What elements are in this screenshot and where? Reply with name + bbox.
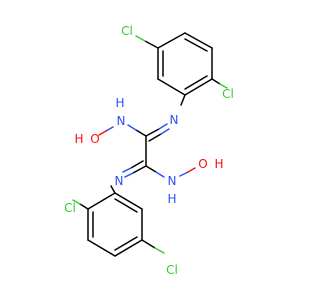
- hydroxyl-oxygen-label-left: O: [90, 132, 99, 146]
- chlorine-label-bottom: Cl: [166, 263, 178, 277]
- chlorine-label-right: Cl: [222, 87, 234, 101]
- bond-ring-cl-left: [79, 203, 89, 210]
- nh-nitrogen-label-left: N: [117, 114, 126, 128]
- upper-aryl-ring: [157, 32, 213, 96]
- bond-ring-n-top: [180, 94, 186, 106]
- nitrogen-imine-label-top: N: [170, 113, 179, 127]
- nitrogen-imine-label-bottom: N: [115, 174, 124, 188]
- bond-ring-cl-top: [144, 40, 159, 49]
- molecule-structure: Cl Cl N H N H O N N H O H Cl Cl: [64, 24, 234, 277]
- bond-ring-n-bottom: [110, 185, 116, 194]
- amidoxime-core: [98, 123, 196, 178]
- nh-nitrogen-label-right: N: [168, 174, 177, 188]
- chlorine-label-left: Cl: [64, 201, 76, 215]
- lower-aryl-ring: [87, 192, 143, 257]
- hydroxyl-hydrogen-label-left: H: [74, 132, 83, 146]
- nh-hydrogen-label-right: H: [167, 192, 176, 206]
- chlorine-label-top: Cl: [121, 24, 133, 38]
- structure-canvas: Cl Cl N H N H O N N H O H Cl Cl: [64, 24, 234, 277]
- bond-ring-cl-right: [211, 78, 221, 85]
- bond-ring-cl-bottom: [141, 239, 156, 249]
- hydroxyl-oxygen-label-right: O: [198, 157, 207, 171]
- hydroxyl-hydrogen-label-right: H: [214, 157, 223, 171]
- nh-hydrogen-label-left: H: [115, 96, 124, 110]
